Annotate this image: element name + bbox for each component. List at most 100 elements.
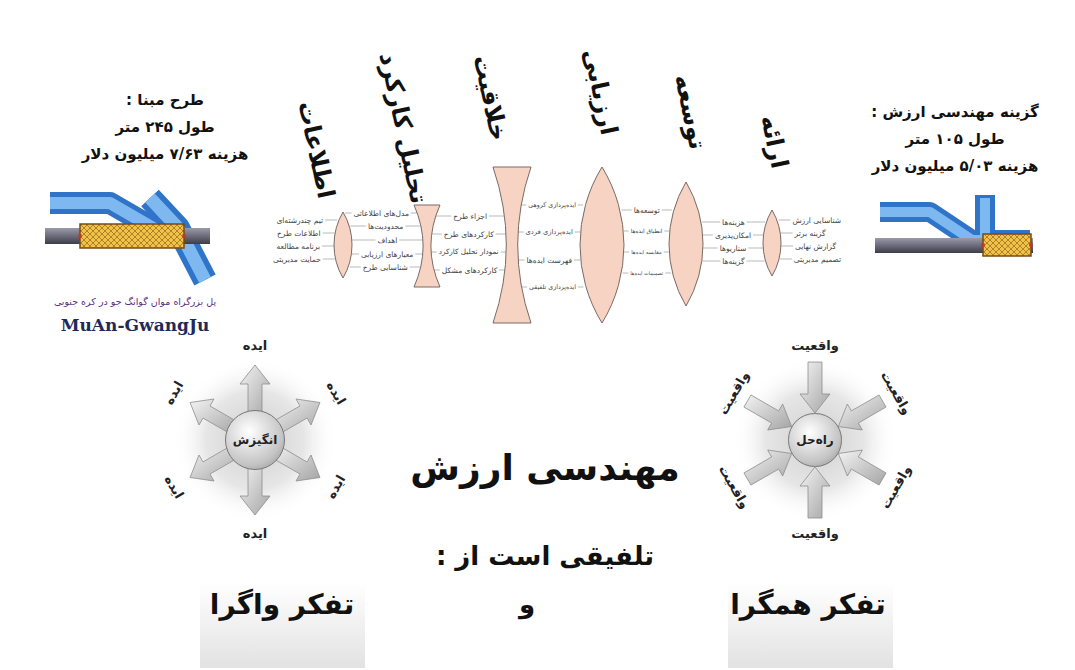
leader-line — [436, 216, 451, 217]
leader-line — [778, 220, 790, 221]
phase-heading: اطلاعات — [292, 99, 341, 201]
step-item: شناسایی طرح — [363, 263, 408, 272]
lens-shape — [334, 212, 352, 278]
fact-label: واقعیت — [791, 338, 838, 354]
bridge-caption: طرح مبنا : — [126, 91, 204, 109]
phase-lens: ارائه — [763, 210, 781, 276]
inward-arrow — [744, 450, 792, 485]
inward-arrow — [744, 395, 792, 430]
step-item: ایده‌پردازی گروهی — [528, 201, 576, 209]
step-item: ایده‌پردازی تلفیقی — [529, 283, 576, 291]
leader-line — [781, 233, 793, 234]
step-item: انطباق ایده‌ها — [631, 228, 663, 235]
hub-halo — [733, 358, 897, 522]
shade-panel — [200, 583, 365, 668]
leader-line — [662, 210, 672, 211]
ve-bridge — [875, 195, 1033, 256]
leader-line — [322, 246, 334, 247]
step-item: معیارهای ارزیابی — [361, 250, 413, 259]
leader-line — [574, 260, 580, 261]
bridge-caption: گزینه مهندسی ارزش : — [871, 103, 1039, 121]
idea-label: ایده — [324, 472, 350, 501]
fact-label: واقعیت — [715, 463, 752, 512]
leader-line — [780, 259, 792, 260]
outward-arrow — [240, 464, 270, 515]
dimension: طول ۲۴۵ متر — [115, 118, 214, 136]
hub-label: راه‌حل — [796, 433, 833, 447]
step-item: گزارش نهایی — [795, 242, 836, 251]
leader-line — [352, 254, 359, 255]
lens-shape — [493, 167, 531, 323]
leader-line — [748, 248, 763, 249]
step-item: گزینه‌ها — [722, 257, 744, 266]
step-item: حمایت مدیریتی — [273, 255, 321, 264]
phase-lens: ارزیابی — [580, 167, 624, 323]
shade-panel — [728, 583, 893, 668]
lens-shape — [580, 167, 624, 323]
step-item: مدل‌های اطلاعاتی — [353, 209, 409, 218]
step-item: هزینه‌ها — [722, 218, 745, 227]
step-item: نمودار تحلیل کارکرد — [439, 248, 499, 257]
fact-label: واقعیت — [878, 369, 915, 418]
leader-line — [325, 220, 337, 221]
idea-label: ایده — [243, 526, 268, 542]
leader-line — [665, 273, 671, 274]
dimension: طول ۱۰۵ متر — [905, 130, 1004, 148]
step-item: گزینه برتر — [795, 229, 826, 238]
fact-label: واقعیت — [715, 369, 752, 418]
bridge-name-latin: MuAn-GwangJu — [61, 315, 210, 335]
fact-label: واقعیت — [791, 526, 838, 542]
leader-line — [431, 252, 437, 253]
leader-line — [323, 233, 335, 234]
step-item: توسعه‌ها — [634, 206, 660, 215]
leader-line — [703, 235, 713, 236]
step-item: کارکردهای مشکل — [442, 266, 498, 275]
leader-line — [664, 252, 669, 253]
leader-line — [432, 234, 442, 235]
step-item: مقایسه ایده‌ها — [631, 249, 662, 255]
inward-arrow — [800, 467, 830, 518]
leader-line — [624, 252, 629, 253]
step-item: تصمیمات ایده‌ها — [630, 270, 663, 276]
phase-heading: ارائه — [754, 113, 793, 172]
outward-arrow — [240, 365, 270, 416]
leader-line — [499, 270, 505, 271]
leader-line — [702, 261, 720, 262]
step-item: تیم چندرشته‌ای — [276, 216, 323, 225]
step-item: فهرست ایده‌ها — [527, 256, 573, 265]
hub-circle: انگیزش — [225, 410, 286, 471]
idea-label: ایده — [324, 378, 350, 407]
conjunction: و — [519, 589, 535, 620]
phase-lens: تحلیل کارکرد — [414, 205, 440, 287]
leader-line — [623, 273, 629, 274]
phase-lens: توسعه — [669, 182, 703, 306]
leader-line — [345, 213, 351, 214]
leader-line — [578, 287, 584, 288]
fact-label: واقعیت — [878, 463, 915, 512]
leader-line — [489, 216, 504, 217]
step-item: کارکردهای طرح — [444, 230, 494, 239]
inward-arrow — [838, 395, 886, 430]
thinking-mode: تفکر واگرا — [210, 588, 354, 622]
leader-line — [415, 254, 422, 255]
step-item: امکان‌پذیری — [715, 231, 751, 240]
leader-line — [747, 222, 765, 223]
leader-line — [518, 232, 523, 233]
leader-line — [352, 240, 376, 241]
lens-shape — [763, 210, 781, 276]
step-item: اجزاء طرح — [453, 212, 487, 221]
lens-shape — [669, 182, 703, 306]
idea-label: ایده — [161, 378, 187, 407]
bridge-name: پل بزرگراه موان گوانگ جو در کره جنوبی — [54, 296, 216, 307]
step-item: تصمیم مدیریتی — [794, 255, 841, 264]
leader-line — [624, 231, 629, 232]
leader-line — [411, 213, 417, 214]
phase-lens: اطلاعات — [334, 212, 352, 278]
phase-lens: خلاقیت — [493, 167, 531, 323]
leader-line — [501, 252, 507, 253]
step-item: اهداف — [377, 236, 397, 245]
step-item: برنامه مطالعه — [277, 242, 320, 251]
inward-arrow — [800, 362, 830, 413]
leader-line — [781, 246, 793, 247]
leader-line — [747, 261, 765, 262]
